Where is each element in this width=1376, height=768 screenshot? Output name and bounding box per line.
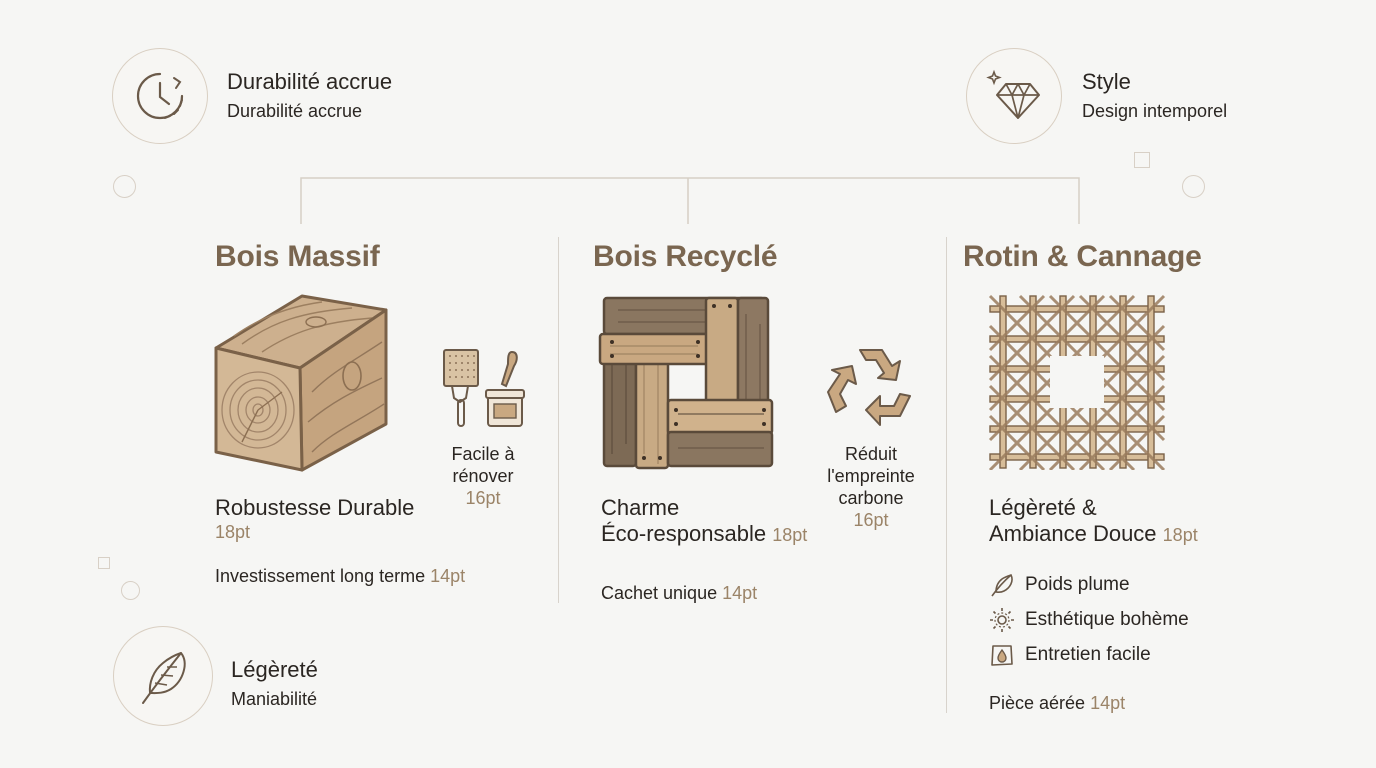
decor-square xyxy=(1134,152,1150,168)
rattan-main-line-1: Légèreté & xyxy=(989,495,1097,520)
rattan-weave-illustration xyxy=(988,294,1166,470)
clock-icon xyxy=(136,72,184,120)
recycled-wood-title: Bois Recyclé xyxy=(593,240,778,273)
feather-icon xyxy=(142,652,186,704)
recycled-main-line-2-label: Éco-responsable xyxy=(601,521,767,546)
recycled-bottom-text: Cachet unique 14pt xyxy=(601,583,757,604)
rattan-list-label: Poids plume xyxy=(1025,574,1130,595)
style-subtitle: Design intemporel xyxy=(1082,101,1228,121)
solid-side-text: Facile à rénover 16pt xyxy=(436,443,530,509)
column-divider xyxy=(946,237,947,713)
durability-title: Durabilité accrue xyxy=(227,69,393,94)
recycled-side-text: Réduit l'empreinte carbone 16pt xyxy=(818,443,924,531)
recycled-main-line-2: Éco-responsable 18pt xyxy=(601,521,807,548)
recycle-icon xyxy=(827,349,911,426)
recycled-main-size: 18pt xyxy=(772,525,808,545)
renovation-tools-icon xyxy=(443,349,525,427)
rattan-list-label: Entretien facile xyxy=(1025,644,1151,665)
recycled-planks-illustration xyxy=(598,296,774,470)
solid-bottom-text: Investissement long terme 14pt xyxy=(215,566,465,587)
recycled-main-text: Charme Éco-responsable 18pt xyxy=(601,495,807,548)
rattan-list-label: Esthétique bohème xyxy=(1025,609,1189,630)
solid-main-size: 18pt xyxy=(215,522,251,542)
recycled-main-line-1: Charme xyxy=(601,495,680,520)
column-divider xyxy=(558,237,559,603)
rattan-main-text: Légèreté & Ambiance Douce 18pt xyxy=(989,495,1198,548)
style-badge xyxy=(966,48,1062,144)
solid-bottom-size: 14pt xyxy=(430,566,466,586)
lightness-subtitle: Maniabilité xyxy=(231,689,318,709)
cloth-drop-icon xyxy=(991,645,1013,666)
durability-badge xyxy=(112,48,208,144)
rattan-list-item: Entretien facile xyxy=(989,642,1151,668)
wood-block-illustration xyxy=(214,294,388,472)
decor-circle xyxy=(1182,175,1205,198)
recycled-side-line-1: Réduit xyxy=(844,444,898,464)
solid-wood-title: Bois Massif xyxy=(215,240,380,273)
solid-side-size: 16pt xyxy=(465,488,501,508)
solid-side-line-2: rénover xyxy=(452,466,514,486)
recycled-bottom-label: Cachet unique xyxy=(601,583,718,603)
rattan-main-line-2-label: Ambiance Douce xyxy=(989,521,1157,546)
sun-ornament-icon xyxy=(990,608,1014,632)
decor-square xyxy=(98,557,110,569)
rattan-main-line-2: Ambiance Douce 18pt xyxy=(989,521,1198,548)
rattan-title: Rotin & Cannage xyxy=(963,240,1202,273)
rattan-main-size: 18pt xyxy=(1162,525,1198,545)
recycled-side-size: 16pt xyxy=(853,510,889,530)
solid-main-text: Robustesse Durable xyxy=(215,495,415,520)
decor-circle xyxy=(113,175,136,198)
rattan-bottom-text: Pièce aérée 14pt xyxy=(989,693,1125,714)
durability-subtitle: Durabilité accrue xyxy=(227,101,363,121)
rattan-list-item: Esthétique bohème xyxy=(989,607,1189,633)
solid-bottom-label: Investissement long terme xyxy=(215,566,426,586)
diamond-icon xyxy=(986,69,1040,119)
rattan-bottom-size: 14pt xyxy=(1090,693,1126,713)
solid-side-line-1: Facile à xyxy=(451,444,515,464)
lightness-badge xyxy=(113,626,213,726)
feather-icon xyxy=(991,574,1013,597)
decor-circle xyxy=(121,581,140,600)
recycled-side-line-3: carbone xyxy=(838,488,904,508)
style-title: Style xyxy=(1082,69,1131,94)
recycled-side-line-2: l'empreinte xyxy=(827,466,915,486)
recycled-bottom-size: 14pt xyxy=(722,583,758,603)
lightness-title: Légèreté xyxy=(231,657,318,682)
rattan-list-item: Poids plume xyxy=(989,572,1130,598)
rattan-bottom-label: Pièce aérée xyxy=(989,693,1086,713)
